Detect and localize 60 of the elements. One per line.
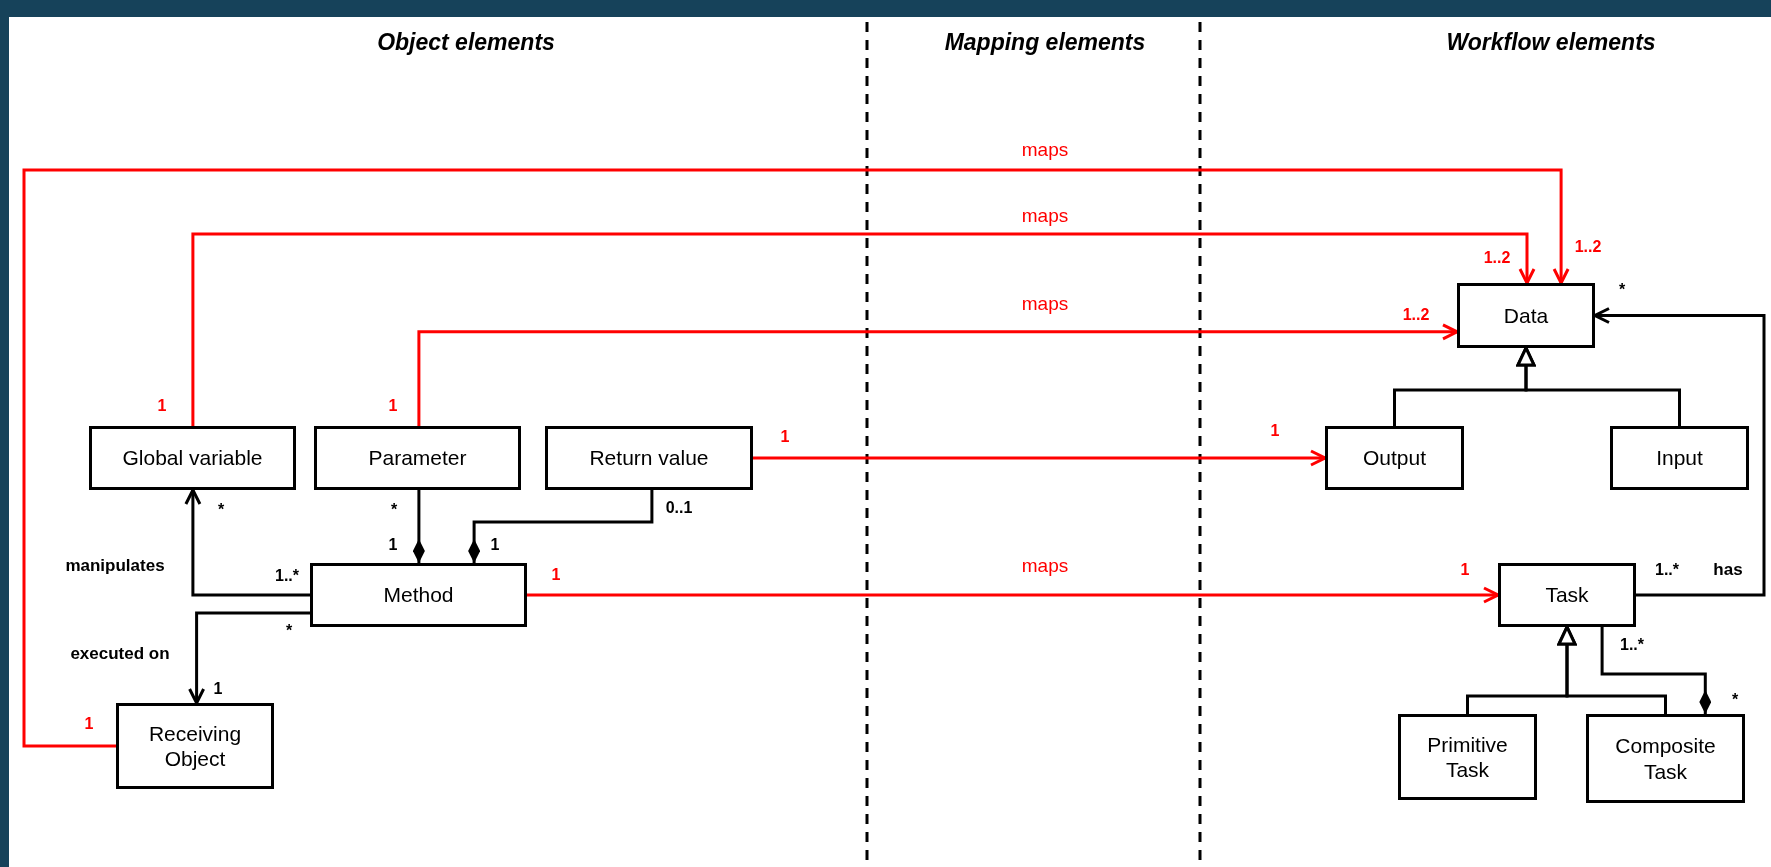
arrow	[22, 168, 1570, 748]
multiplicity-label: *	[390, 501, 398, 519]
class-name: Method	[382, 582, 455, 608]
multiplicity-label: 1..*	[1655, 561, 1679, 579]
multiplicity-label: 1	[780, 428, 790, 446]
composition-connector	[412, 488, 425, 563]
multiplicity-label: 1..*	[1620, 636, 1644, 654]
class-box	[1498, 563, 1636, 627]
arrow	[1593, 307, 1766, 597]
multiplicity-label: 1	[157, 397, 167, 415]
class-name: Data	[1502, 302, 1550, 329]
class-name: Global variable	[121, 445, 264, 471]
multiplicity-label: 1..2	[1402, 306, 1430, 324]
multiplicity-label: *	[1618, 281, 1626, 299]
arrow	[184, 488, 310, 597]
generalization-arrow	[1516, 346, 1681, 426]
composition-connector	[1600, 627, 1712, 714]
multiplicity-label: *	[217, 501, 225, 519]
class-box	[1398, 714, 1537, 800]
class-box	[1457, 283, 1595, 348]
class-box	[310, 563, 527, 627]
multiplicity-label: *	[285, 622, 293, 640]
multiplicity-label: 1	[388, 536, 398, 554]
class-name: Input	[1655, 445, 1704, 471]
class-box	[1586, 714, 1745, 803]
multiplicity-label: 1	[213, 680, 223, 698]
class-name: Task	[1544, 582, 1590, 608]
section-heading: Workflow elements	[1446, 28, 1656, 56]
composition-connector	[468, 490, 654, 563]
arrow	[188, 611, 310, 705]
section-heading: Mapping elements	[944, 28, 1146, 56]
class-box	[1610, 426, 1749, 490]
generalization-arrow	[1557, 625, 1667, 714]
multiplicity-label: 1	[1270, 422, 1280, 440]
class-name: Return value	[588, 445, 710, 471]
class-name: Primitive Task	[1426, 731, 1509, 783]
multiplicity-label: 0..1	[665, 499, 693, 517]
multiplicity-label: 1	[490, 536, 500, 554]
class-name: Parameter	[367, 445, 468, 471]
arrow	[751, 449, 1327, 467]
multiplicity-label: 1..*	[275, 567, 299, 585]
multiplicity-label: 1..2	[1574, 238, 1602, 256]
section-heading: Object elements	[377, 28, 555, 56]
multiplicity-label: 1	[84, 715, 94, 733]
multiplicity-label: 1	[551, 566, 561, 584]
class-box	[89, 426, 296, 490]
arrow	[191, 232, 1536, 426]
multiplicity-label: 1..2	[1483, 249, 1511, 267]
class-box	[314, 426, 521, 490]
arrow	[525, 586, 1500, 604]
class-box	[116, 703, 274, 789]
class-box	[1325, 426, 1464, 490]
multiplicity-label: 1	[1460, 561, 1470, 579]
class-name: Output	[1361, 445, 1427, 471]
class-box	[545, 426, 753, 490]
arrow	[417, 323, 1459, 426]
multiplicity-label: *	[1731, 691, 1739, 709]
multiplicity-label: 1	[388, 397, 398, 415]
class-name: Receiving Object	[147, 720, 243, 772]
class-name: Composite Task	[1614, 733, 1717, 784]
